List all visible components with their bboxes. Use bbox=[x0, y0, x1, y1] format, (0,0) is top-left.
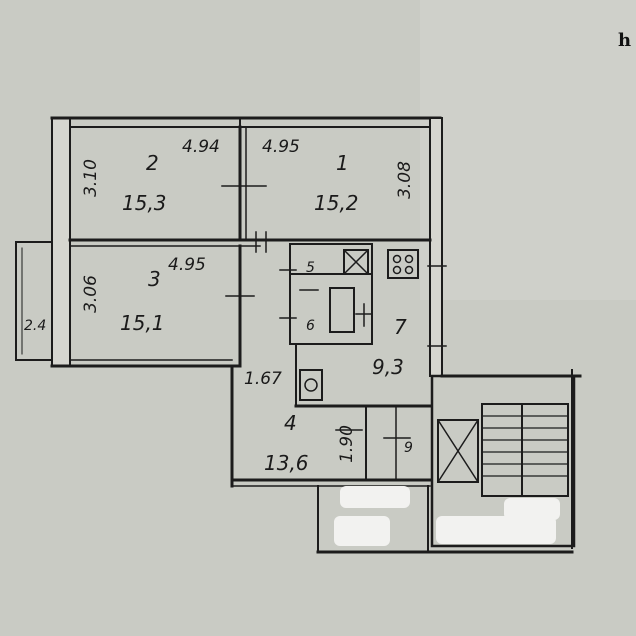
room-6-number: 6 bbox=[306, 318, 315, 334]
room2-width-label: 4.94 bbox=[182, 137, 220, 157]
room-4-number: 4 bbox=[284, 411, 297, 435]
room-7-number: 7 bbox=[394, 315, 407, 339]
stove bbox=[387, 249, 419, 279]
redacted-mark bbox=[436, 516, 556, 544]
room-5-number: 5 bbox=[306, 260, 315, 276]
redacted-mark bbox=[504, 498, 560, 520]
redacted-mark bbox=[334, 516, 390, 546]
room-1-area: 15,2 bbox=[314, 191, 359, 215]
bath-block bbox=[289, 273, 373, 345]
room-3-number: 3 bbox=[148, 267, 161, 291]
room1-width-label: 4.95 bbox=[262, 137, 300, 157]
room-3-area: 15,1 bbox=[120, 311, 165, 335]
room-2-area: 15,3 bbox=[122, 191, 167, 215]
walls bbox=[15, 116, 582, 554]
room-2-number: 2 bbox=[146, 151, 159, 175]
left-outer-wall bbox=[51, 117, 71, 367]
hall-depth-label: 1.90 bbox=[337, 425, 357, 463]
room-4-area: 13,6 bbox=[264, 451, 309, 475]
paper-light-area bbox=[420, 0, 636, 300]
stairs bbox=[481, 403, 569, 497]
room-7-area: 9,3 bbox=[372, 355, 404, 379]
corner-mark: h bbox=[618, 30, 631, 51]
room-1-number: 1 bbox=[336, 151, 349, 175]
redacted-mark bbox=[340, 486, 410, 508]
corridor-width-label: 1.67 bbox=[244, 369, 282, 389]
room3-depth-label: 3.06 bbox=[81, 275, 101, 313]
elevator bbox=[437, 419, 479, 483]
room-9-number: 9 bbox=[404, 440, 413, 456]
balcony bbox=[15, 241, 53, 361]
room2-depth-label: 3.10 bbox=[81, 159, 101, 197]
room1-depth-label: 3.08 bbox=[395, 161, 415, 199]
right-outer-wall bbox=[429, 117, 443, 377]
balcony-depth-label: 2.4 bbox=[24, 318, 46, 334]
room3-width-label: 4.95 bbox=[168, 255, 206, 275]
